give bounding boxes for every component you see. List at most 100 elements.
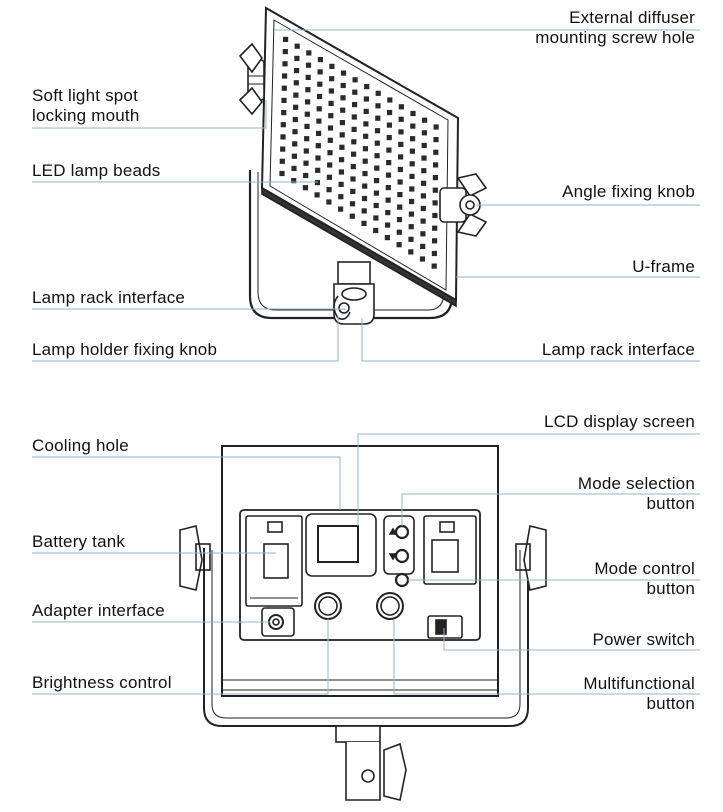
led-bead — [432, 225, 438, 231]
led-bead — [397, 179, 403, 185]
label-mode-selection: Mode selection button — [578, 474, 695, 514]
led-bead — [350, 188, 356, 194]
angle-fixing-knob-shape — [439, 173, 488, 237]
label-lamp-holder-fixing-knob: Lamp holder fixing knob — [32, 340, 218, 359]
led-bead — [433, 149, 439, 155]
led-bead — [375, 103, 381, 109]
led-bead — [386, 160, 392, 166]
led-bead — [420, 193, 426, 199]
led-bead — [316, 106, 322, 112]
led-bead — [384, 235, 390, 241]
battery-tank-left — [245, 515, 303, 607]
led-bead — [282, 49, 288, 55]
led-bead — [316, 130, 322, 136]
led-bead — [375, 115, 381, 121]
led-bead — [339, 120, 345, 126]
led-bead — [340, 82, 346, 89]
led-bead — [431, 263, 437, 269]
led-bead — [374, 140, 380, 146]
leader-multifunctional — [393, 619, 700, 695]
label-multifunctional: Multifunctional button — [583, 674, 695, 714]
led-bead — [281, 110, 287, 116]
led-panel-inner — [269, 19, 449, 291]
led-bead — [375, 90, 381, 96]
led-bead — [351, 151, 357, 157]
led-bead — [421, 168, 427, 174]
led-bead — [408, 211, 414, 217]
led-bead — [293, 92, 299, 98]
led-bead — [328, 100, 334, 106]
led-bead — [282, 73, 288, 79]
label-multifunctional-line2: button — [646, 694, 695, 713]
power-switch-shape — [427, 615, 463, 639]
lcd-module — [305, 513, 377, 577]
led-bead — [385, 210, 391, 216]
led-bead — [315, 167, 321, 173]
led-bead — [314, 180, 320, 186]
led-bead — [398, 104, 404, 110]
led-bead — [326, 187, 332, 193]
led-bead — [385, 172, 392, 178]
led-bead — [282, 61, 288, 67]
led-bead — [364, 84, 370, 90]
led-bead — [340, 95, 346, 101]
led-bead — [374, 178, 380, 184]
led-bead — [397, 192, 403, 198]
led-bead — [410, 123, 416, 129]
leader-lamp-rack-right — [361, 318, 700, 362]
led-bead — [326, 199, 332, 205]
led-bead — [303, 172, 309, 179]
led-bead — [431, 250, 437, 257]
label-cooling-hole: Cooling hole — [32, 436, 129, 455]
control-plate — [239, 509, 481, 641]
led-bead — [363, 133, 369, 139]
label-mode-control-line2: button — [646, 579, 695, 598]
led-bead — [339, 157, 345, 163]
led-bead — [386, 135, 392, 141]
led-bead — [305, 62, 312, 68]
led-bead — [328, 113, 334, 119]
label-lamp-rack-interface-left: Lamp rack interface — [32, 288, 186, 307]
led-bead — [408, 236, 414, 242]
leader-lines — [32, 29, 700, 695]
led-bead — [432, 175, 438, 181]
led-bead — [374, 153, 380, 159]
led-bead — [338, 206, 344, 212]
label-battery-tank: Battery tank — [32, 532, 126, 551]
led-bead — [362, 171, 368, 177]
led-bead — [420, 231, 426, 237]
led-lamp-beads-grid — [279, 36, 439, 269]
led-bead — [419, 256, 426, 262]
led-bead — [363, 108, 369, 114]
led-bead — [326, 174, 332, 180]
led-bead — [280, 122, 286, 128]
lamp-rack-holder-shape — [333, 261, 375, 325]
led-bead — [305, 87, 311, 93]
label-multifunctional-line1: Multifunctional — [583, 674, 695, 693]
label-lamp-rack-interface-right: Lamp rack interface — [541, 340, 695, 359]
label-led-lamp-beads: LED lamp beads — [32, 161, 161, 180]
led-bead — [409, 148, 415, 154]
led-bead — [362, 146, 368, 152]
led-bead — [396, 229, 402, 235]
mode-buttons-panel — [383, 515, 415, 588]
label-angle-fixing-knob: Angle fixing knob — [562, 182, 695, 201]
led-bead — [420, 205, 426, 212]
led-bead — [409, 173, 415, 179]
multifunction-knob-shape — [376, 592, 404, 620]
led-bead — [387, 109, 393, 116]
led-bead — [351, 139, 357, 145]
led-bead — [306, 50, 312, 56]
led-bead — [291, 165, 297, 171]
led-bead — [327, 150, 333, 156]
label-lcd-display-screen: LCD display screen — [544, 412, 695, 431]
label-external-diffuser-line1: External diffuser — [569, 8, 695, 27]
led-bead — [385, 222, 391, 228]
led-bead — [420, 218, 426, 224]
leader-lcd — [357, 433, 700, 526]
led-bead — [432, 238, 438, 244]
label-external-diffuser-line2: mounting screw hole — [535, 28, 695, 47]
led-bead — [361, 195, 368, 202]
label-mode-control: Mode control button — [594, 559, 695, 599]
left-frame-knob — [179, 525, 211, 591]
